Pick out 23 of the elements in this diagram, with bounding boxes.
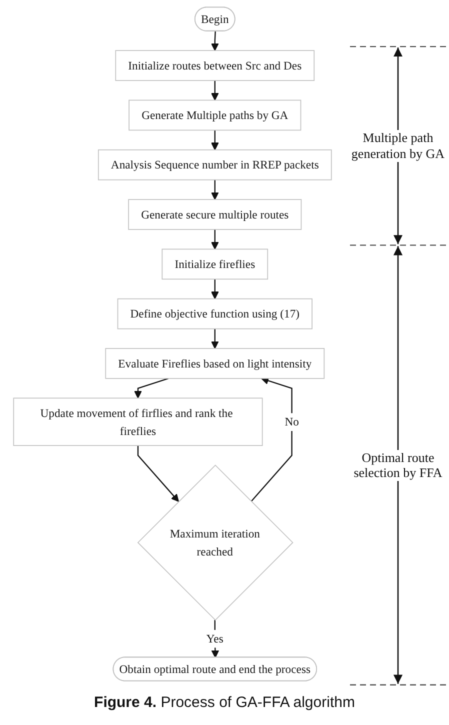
node-box: Analysis Sequence number in RREP packets [98, 149, 332, 180]
arrow [134, 378, 169, 398]
arrow [210, 80, 219, 101]
node-box: Evaluate Fireflies based on light intensity [105, 348, 325, 379]
arrow [250, 376, 292, 502]
edge-label: No [284, 414, 299, 428]
arrow [210, 229, 219, 250]
figure-caption: Figure 4. Process of GA-FFA algorithm [93, 694, 356, 711]
node-diamond: Maximum iteration reached [137, 464, 294, 621]
node-box: Define objective function using (17) [117, 298, 312, 330]
edge-label: Yes [206, 632, 224, 646]
arrow [137, 446, 179, 502]
arrow [210, 279, 219, 300]
arrow [210, 180, 219, 200]
node-box: Generate secure multiple routes [128, 199, 302, 230]
arrow [210, 328, 219, 349]
node-box: Initialize fireflies [162, 248, 268, 280]
arrow [210, 31, 219, 51]
node-box: Generate Multiple paths by GA [128, 100, 302, 131]
node-box: Update movement of firflies and rank the fireflies [13, 398, 263, 446]
node-box: Initialize routes between Src and Des [115, 50, 315, 81]
phase-label: Multiple path generation by GA [349, 130, 447, 162]
arrow [210, 130, 219, 150]
